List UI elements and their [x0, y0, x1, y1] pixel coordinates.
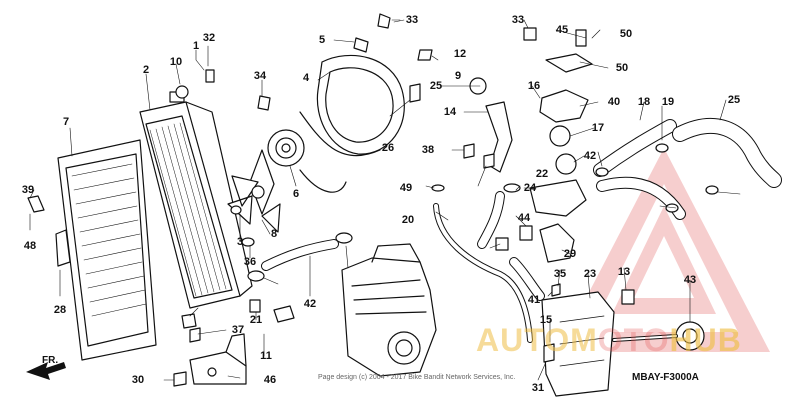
callout-41[interactable]: 35 — [553, 268, 567, 280]
watermark-text-2: OTO — [597, 322, 670, 358]
callout-33[interactable]: 33 — [405, 14, 419, 26]
callout-40[interactable]: 16 — [527, 80, 541, 92]
callout-25-fan[interactable]: 26 — [381, 142, 395, 154]
callout-39[interactable]: 39 — [21, 184, 35, 196]
callout-32[interactable]: 32 — [202, 32, 216, 44]
callout-33-b[interactable]: 12 — [453, 48, 467, 60]
callout-20[interactable]: 25 — [727, 94, 741, 106]
callout-23[interactable]: 29 — [563, 248, 577, 260]
watermark-logo: AUTOMOTOHUB — [476, 322, 742, 359]
callout-25-top[interactable]: 19 — [661, 96, 675, 108]
callout-28[interactable]: 28 — [53, 304, 67, 316]
callout-42-b[interactable]: 15 — [539, 314, 553, 326]
callout-9[interactable]: 25 — [429, 80, 443, 92]
callout-6[interactable]: 6 — [292, 188, 300, 200]
callout-34[interactable]: 34 — [253, 70, 267, 82]
callout-4[interactable]: 4 — [302, 72, 310, 84]
callout-11[interactable]: 37 — [231, 324, 245, 336]
leader-lines — [29, 19, 741, 381]
callout-1[interactable]: 1 — [192, 40, 200, 52]
callout-13[interactable]: 23 — [583, 268, 597, 280]
callout-48[interactable]: 48 — [23, 240, 37, 252]
watermark-text-1: AUTOM — [476, 322, 598, 358]
callout-16[interactable]: 50 — [615, 62, 629, 74]
callout-47[interactable]: 31 — [531, 382, 545, 394]
callout-49[interactable]: 38 — [421, 144, 435, 156]
callout-19[interactable]: 18 — [637, 96, 651, 108]
callout-2[interactable]: 2 — [142, 64, 150, 76]
copyright-text: Page design (c) 2004 - 2017 Bike Bandit … — [318, 374, 516, 381]
callout-18[interactable]: 24 — [523, 182, 537, 194]
diagram-code: MBAY-F3000A — [632, 372, 699, 383]
callout-38[interactable]: 17 — [591, 122, 605, 134]
callout-29[interactable]: 44 — [517, 212, 531, 224]
callout-37[interactable]: 21 — [249, 314, 263, 326]
callout-10[interactable]: 10 — [169, 56, 183, 68]
thermostat-housing — [469, 53, 593, 263]
callout-50-b[interactable]: 50 — [619, 28, 633, 40]
callout-36[interactable]: 36 — [243, 256, 257, 268]
mount-bracket — [189, 333, 247, 385]
radiator-core — [139, 91, 253, 309]
callout-24[interactable]: 22 — [535, 168, 549, 180]
callout-46[interactable]: 30 — [131, 374, 145, 386]
callout-50[interactable]: 45 — [555, 24, 569, 36]
callout-43[interactable]: 41 — [527, 294, 541, 306]
radiator-shroud — [55, 139, 157, 361]
front-arrow — [26, 362, 66, 380]
fan-shroud — [299, 54, 405, 193]
callout-45[interactable]: 33 — [511, 14, 525, 26]
callout-21[interactable]: 42 — [303, 298, 317, 310]
callout-7[interactable]: 7 — [62, 116, 70, 128]
front-direction-label: FR. — [42, 355, 59, 366]
engine-block — [341, 243, 437, 377]
callout-3[interactable]: 3 — [236, 236, 244, 248]
watermark-text-3: HUB — [669, 322, 742, 358]
callout-44[interactable]: 20 — [401, 214, 415, 226]
callout-42[interactable]: 49 — [399, 182, 413, 194]
fan-assembly — [227, 129, 305, 233]
callout-15[interactable]: 43 — [683, 274, 697, 286]
callout-22[interactable]: 42 — [583, 150, 597, 162]
callout-8[interactable]: 8 — [270, 228, 278, 240]
callout-17[interactable]: 14 — [443, 106, 457, 118]
fasteners — [27, 13, 719, 387]
callout-14[interactable]: 40 — [607, 96, 621, 108]
callout-12[interactable]: 9 — [454, 70, 462, 82]
reserve-tank — [541, 291, 705, 397]
callout-31[interactable]: 46 — [263, 374, 277, 386]
callout-5[interactable]: 5 — [318, 34, 326, 46]
callout-30[interactable]: 11 — [260, 350, 272, 362]
callout-35[interactable]: 13 — [617, 266, 631, 278]
